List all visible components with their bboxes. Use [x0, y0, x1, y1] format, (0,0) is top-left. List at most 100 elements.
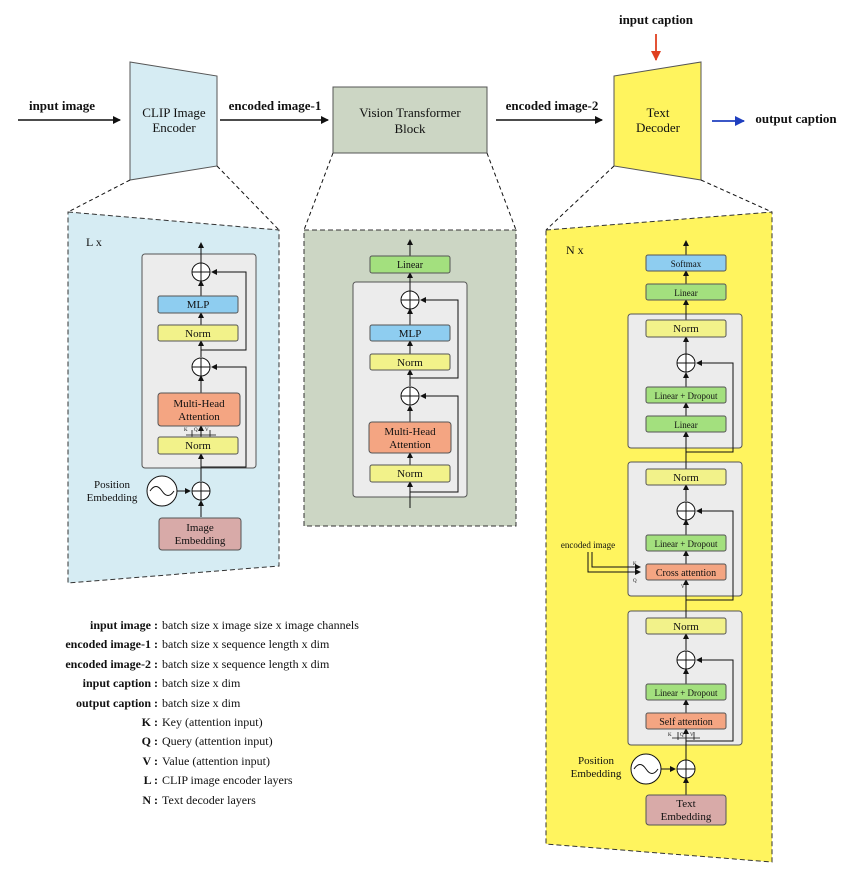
legend-key: encoded image-1 :: [65, 637, 158, 651]
add-icon: [192, 263, 210, 281]
residual-connection: [686, 360, 734, 453]
legend-key: output caption :: [75, 696, 158, 710]
multi-head-attention-label: Attention: [389, 439, 431, 451]
legend-desc: Key (attention input): [162, 715, 263, 729]
multi-head-attention-box: [368, 421, 452, 454]
text-embedding-label: Embedding: [661, 811, 712, 823]
linear-dropout-box: [645, 534, 727, 552]
legend-desc: batch size x sequence length x dim: [162, 657, 330, 671]
norm-box: [157, 324, 239, 342]
key-label: K: [184, 428, 188, 433]
norm-label: Norm: [673, 323, 699, 335]
image-embedding-label: Image: [186, 522, 214, 534]
linear-label: Linear: [674, 420, 697, 430]
legend-desc: Value (attention input): [162, 754, 270, 768]
key-label: K: [633, 562, 637, 567]
add-icon: [677, 760, 695, 778]
residual-connection: [410, 297, 459, 379]
legend-row: Q : Query (attention input): [0, 734, 420, 752]
value-label: V: [690, 733, 694, 738]
encoded-image-arrow: [591, 552, 641, 570]
legend-key: input caption :: [82, 676, 158, 690]
linear-label: Linear: [397, 260, 424, 271]
legend-key: L :: [143, 773, 158, 787]
position-embedding-label: Position: [578, 755, 615, 767]
legend-desc: batch size x dim: [162, 696, 241, 710]
input-image-label: input image: [29, 98, 95, 113]
legend-desc: batch size x dim: [162, 676, 241, 690]
vit-title: Vision Transformer: [359, 105, 461, 120]
add-icon: [677, 354, 695, 372]
encoder-detail: L x MLP Norm Multi-Head Attention K Q V …: [67, 165, 280, 584]
linear-box: [369, 255, 451, 274]
residual-connection: [201, 364, 247, 468]
norm-box: [369, 464, 451, 483]
decoder-sublayer: [627, 313, 743, 449]
linear-box: [645, 283, 727, 301]
norm-label: Norm: [397, 468, 423, 480]
residual-connection: [201, 269, 247, 351]
value-label: V: [681, 585, 685, 590]
add-icon: [192, 482, 210, 500]
add-icon: [677, 651, 695, 669]
legend-key: K :: [141, 715, 158, 729]
linear-dropout-box: [645, 683, 727, 701]
legend-desc: batch size x sequence length x dim: [162, 637, 330, 651]
norm-box: [369, 353, 451, 371]
legend-key: input image :: [89, 618, 158, 632]
multi-head-attention-label: Attention: [178, 411, 220, 423]
legend-desc: batch size x image size x image channels: [162, 618, 359, 632]
legend-row: V : Value (attention input): [0, 754, 420, 772]
text-embedding-label: Text: [676, 798, 695, 810]
key-label: K: [668, 733, 672, 738]
zoom-line: [486, 152, 517, 231]
text-embedding-box: [645, 794, 727, 826]
residual-connection: [410, 393, 459, 493]
multi-head-attention-label: Multi-Head: [173, 398, 225, 410]
legend-key: Q :: [141, 734, 158, 748]
zoom-line: [303, 152, 334, 231]
text-decoder-subtitle: Decoder: [636, 120, 681, 135]
zoom-line: [545, 165, 615, 231]
linear-box: [645, 415, 727, 433]
legend-key: V :: [142, 754, 158, 768]
softmax-box: [645, 254, 727, 272]
multi-head-attention-box: [157, 392, 241, 427]
norm-box: [645, 319, 727, 338]
legend-row: input caption : batch size x dim: [0, 676, 420, 694]
kqv-arrows: [672, 732, 700, 740]
clip-encoder-subtitle: Encoder: [152, 120, 196, 135]
softmax-label: Softmax: [671, 259, 702, 269]
linear-dropout-label: Linear + Dropout: [654, 391, 718, 401]
vit-detail: Linear MLP Norm Multi-Head Attention Nor…: [303, 152, 517, 527]
vit-block: [332, 86, 488, 154]
zoom-line: [67, 179, 131, 213]
encoded-image-2-label: encoded image-2: [506, 98, 599, 113]
input-caption-label: input caption: [619, 12, 694, 27]
norm-label: Norm: [673, 472, 699, 484]
sine-wave-icon: [149, 486, 175, 496]
legend-row: input image : batch size x image size x …: [0, 618, 420, 636]
linear-dropout-box: [645, 386, 727, 404]
norm-label: Norm: [397, 357, 423, 369]
legend-desc: Query (attention input): [162, 734, 273, 748]
linear-dropout-label: Linear + Dropout: [654, 539, 718, 549]
legend-row: encoded image-2 : batch size x sequence …: [0, 657, 420, 675]
linear-dropout-label: Linear + Dropout: [654, 688, 718, 698]
text-decoder-title: Text: [647, 105, 670, 120]
position-embedding-label: Embedding: [87, 492, 138, 504]
encoder-repeat-label: L x: [86, 235, 102, 249]
norm-label: Norm: [185, 440, 211, 452]
legend-desc: Text decoder layers: [162, 793, 256, 807]
legend-row: L : CLIP image encoder layers: [0, 773, 420, 791]
decoder-sublayer: [627, 610, 743, 746]
legend-desc: CLIP image encoder layers: [162, 773, 293, 787]
value-label: V: [205, 428, 209, 433]
linear-label: Linear: [674, 288, 697, 298]
image-embedding-box: [158, 517, 242, 551]
decoder-sublayer: [627, 461, 743, 597]
sine-wave-icon: [633, 764, 659, 774]
zoom-line: [700, 179, 773, 213]
norm-label: Norm: [673, 621, 699, 633]
